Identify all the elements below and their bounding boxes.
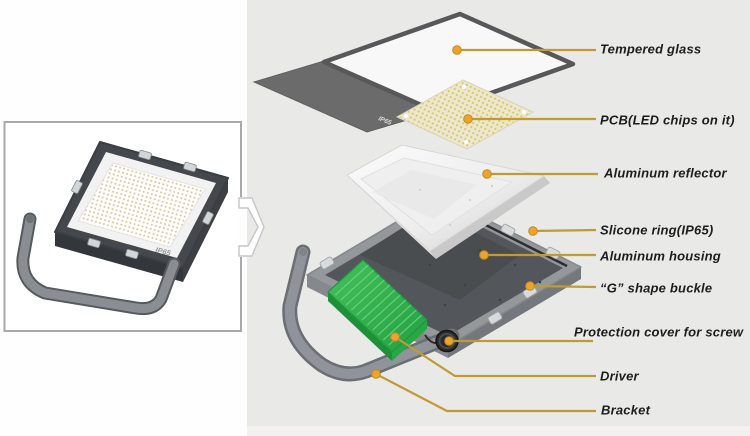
driver-side-face <box>328 292 392 361</box>
reflector-holes <box>418 184 494 227</box>
exploded-direction-arrow-icon <box>238 197 265 257</box>
tempered-glass-part: IP65 <box>252 11 576 133</box>
reflector-bowl-bottom <box>372 170 477 219</box>
body-front-wall <box>55 232 183 282</box>
bracket-part <box>282 244 460 382</box>
label-tempered-glass: Tempered glass <box>600 41 702 57</box>
arrow-mask <box>236 197 247 257</box>
leader-lines <box>375 48 598 413</box>
label-protection-cover: Protection cover for screw <box>574 324 744 340</box>
reflector-right-wall <box>430 176 550 259</box>
driver-end-face <box>392 320 427 361</box>
body-clips <box>71 149 214 260</box>
label-driver: Driver <box>600 368 639 384</box>
led-panel <box>77 162 206 248</box>
label-aluminum-reflector: Aluminum reflector <box>604 165 727 181</box>
label-aluminum-housing: Aluminum housing <box>600 248 721 264</box>
aluminum-reflector-part <box>346 144 550 259</box>
label-silicone-ring: Slicone ring(IP65) <box>600 222 714 238</box>
ip65-marking-glass: IP65 <box>377 115 392 127</box>
pcb-mounting-holes <box>403 84 527 145</box>
thumbnail-bracket <box>16 212 181 316</box>
housing-front-right-wall <box>448 267 581 358</box>
body-right-wall <box>183 178 228 282</box>
bracket-attachment-screw <box>299 248 307 256</box>
assembled-floodlight-image: IP65 <box>16 141 229 316</box>
label-bracket: Bracket <box>601 402 651 418</box>
pcb-board <box>395 79 535 150</box>
pcb-part <box>395 79 535 150</box>
ip65-marking: IP65 <box>155 245 173 258</box>
label-g-shape-buckle: “G” shape buckle <box>600 280 713 296</box>
bracket-screw <box>26 215 34 223</box>
panel-bottom-strip <box>247 426 750 436</box>
label-pcb: PCB(LED chips on it) <box>600 112 735 128</box>
driver-ribs <box>334 264 423 346</box>
leader-dots <box>371 45 538 379</box>
housing-screw-holes <box>428 248 542 307</box>
driver-part <box>327 259 428 361</box>
